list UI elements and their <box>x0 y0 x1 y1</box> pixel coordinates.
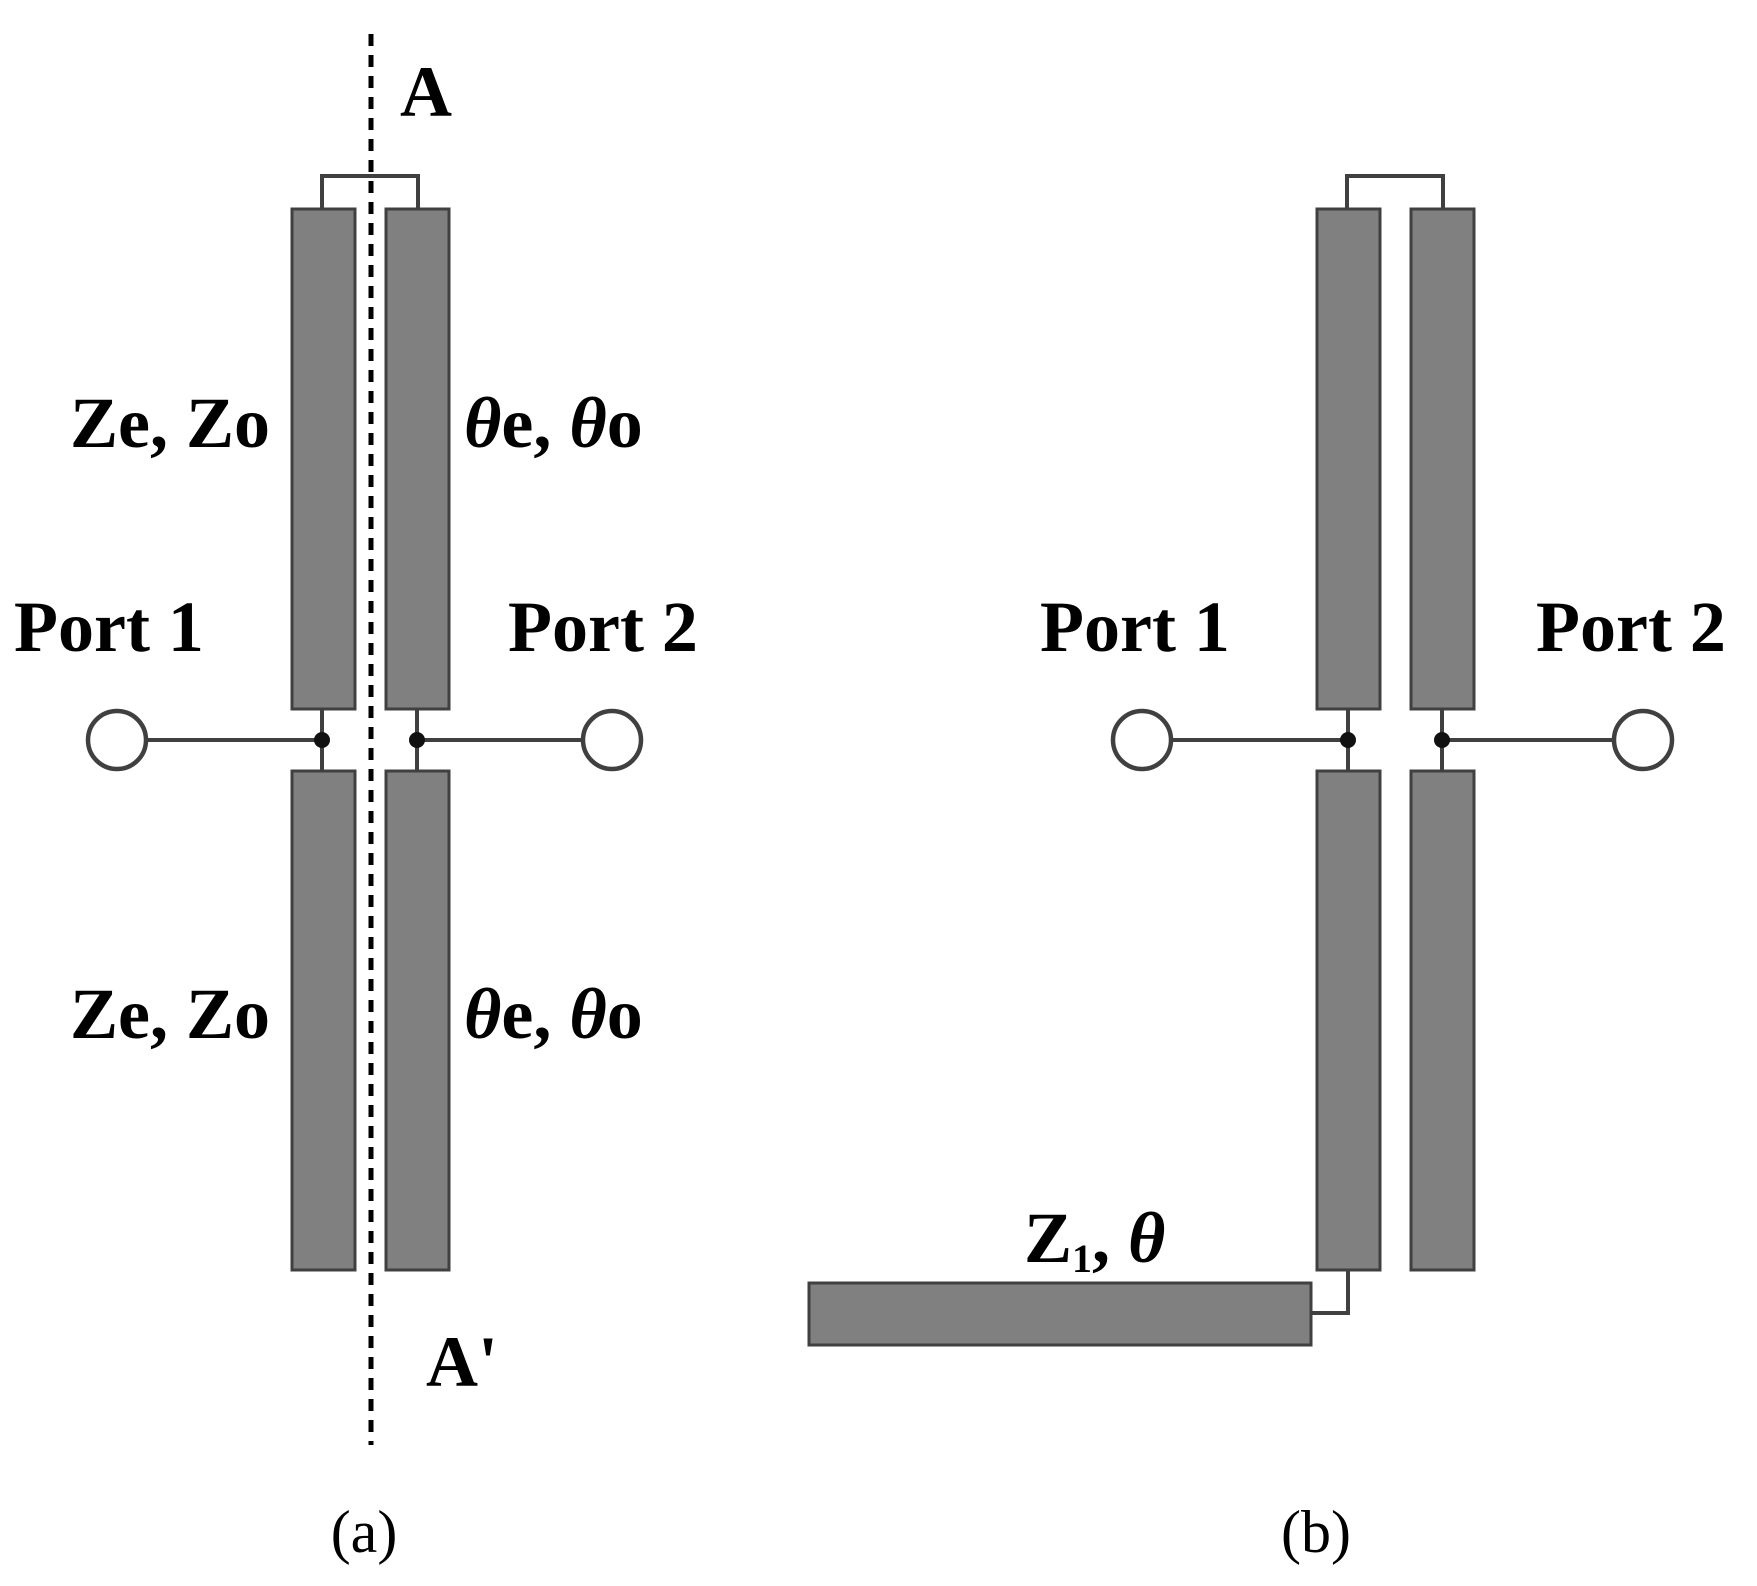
caption-a: (a) <box>331 1499 398 1565</box>
open-stub-b <box>807 1281 1313 1347</box>
port2-label-b: Port 2 <box>1536 587 1726 667</box>
port2-terminal-a <box>580 708 644 772</box>
lower-impedance-label: Ze, Zo <box>70 974 270 1054</box>
junction-dot-left-a <box>314 732 330 748</box>
port1-terminal-a <box>85 708 149 772</box>
upper-right-strip-b <box>1409 207 1476 711</box>
top-bridge-b <box>1345 174 1445 209</box>
junction-dot-left-b <box>1340 732 1356 748</box>
symmetry-label-top: A <box>400 52 452 132</box>
stub-connector-b <box>1311 1270 1350 1315</box>
lower-theta-label: θe, θo <box>464 974 643 1054</box>
upper-left-strip-b <box>1315 207 1382 711</box>
lower-left-strip-b <box>1315 769 1382 1272</box>
panel-a: A A' Ze, Zo Ze, Zo θe, θo θe, θo Port 1 … <box>14 34 698 1565</box>
stub-label: Z1, θ <box>1024 1198 1165 1281</box>
lower-right-strip-b <box>1409 769 1476 1272</box>
upper-impedance-label: Ze, Zo <box>70 383 270 463</box>
port1-terminal-b <box>1110 708 1174 772</box>
lower-left-strip-a <box>290 769 357 1272</box>
upper-theta-label: θe, θo <box>464 383 643 463</box>
upper-right-strip-a <box>384 207 451 711</box>
port2-label-a: Port 2 <box>508 587 698 667</box>
lower-right-strip-a <box>384 769 451 1272</box>
junction-dot-right-b <box>1434 732 1450 748</box>
port1-label-b: Port 1 <box>1040 587 1230 667</box>
upper-left-strip-a <box>290 207 357 711</box>
caption-b: (b) <box>1281 1499 1351 1565</box>
port1-label-a: Port 1 <box>14 587 204 667</box>
panel-b: Port 1 Port 2 Z1, θ (b) <box>807 174 1726 1565</box>
port2-terminal-b <box>1611 708 1675 772</box>
top-bridge-a <box>320 174 420 209</box>
symmetry-label-bottom: A' <box>426 1322 498 1402</box>
junction-dot-right-a <box>409 732 425 748</box>
